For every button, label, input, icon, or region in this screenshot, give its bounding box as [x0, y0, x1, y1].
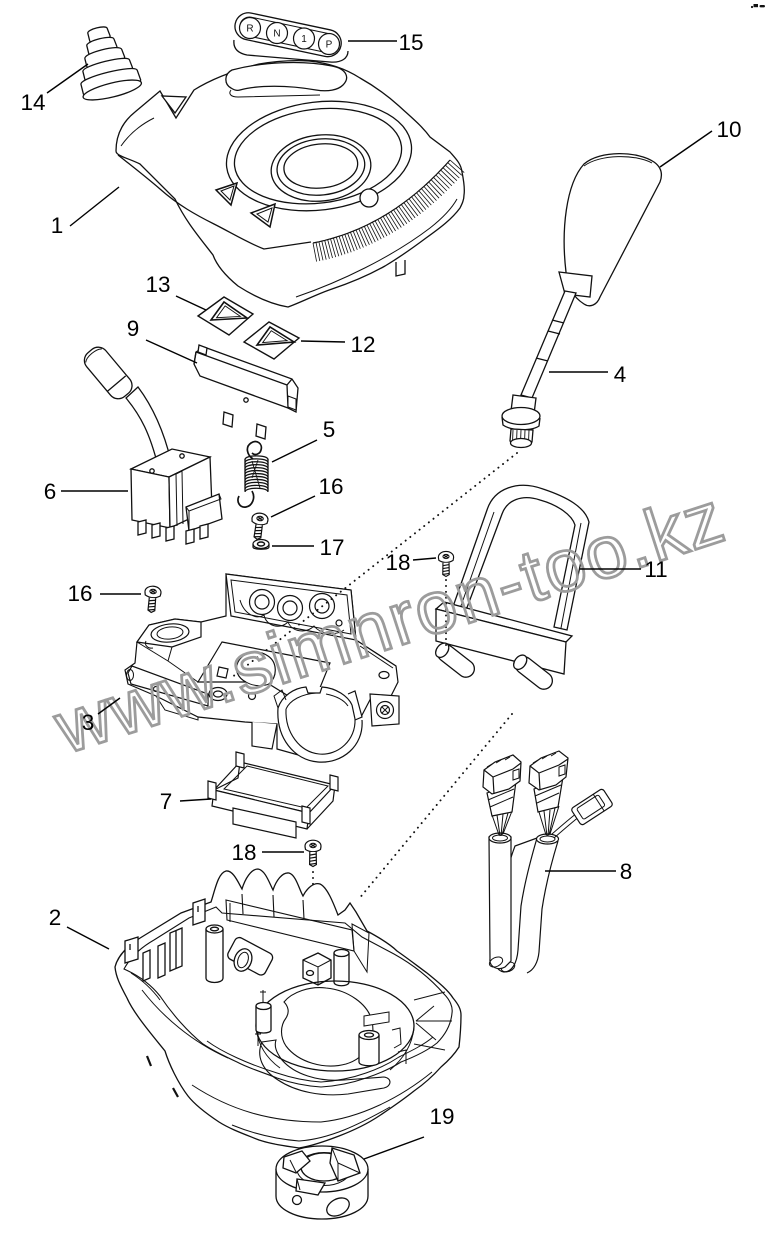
svg-text:8: 8 [620, 859, 633, 884]
svg-text:15: 15 [398, 30, 423, 55]
svg-text:N: N [273, 29, 280, 40]
svg-text:1: 1 [301, 34, 307, 45]
svg-text:5: 5 [323, 417, 336, 442]
svg-text:13: 13 [145, 272, 170, 297]
svg-text:17: 17 [319, 535, 344, 560]
svg-text:1: 1 [51, 213, 64, 238]
svg-text:18: 18 [385, 550, 410, 575]
svg-text:16: 16 [67, 581, 92, 606]
svg-text:19: 19 [429, 1104, 454, 1129]
svg-text:16: 16 [318, 474, 343, 499]
svg-text:11: 11 [644, 557, 667, 582]
svg-text:3: 3 [82, 710, 95, 735]
svg-text:P: P [326, 40, 333, 51]
svg-text:7: 7 [160, 789, 173, 814]
svg-text:6: 6 [44, 479, 57, 504]
svg-text:4: 4 [614, 362, 627, 387]
svg-text:2: 2 [49, 905, 62, 930]
svg-text:12: 12 [350, 332, 375, 357]
svg-text:18: 18 [231, 840, 256, 865]
svg-text:14: 14 [20, 90, 45, 115]
svg-text:9: 9 [127, 316, 140, 341]
svg-text:10: 10 [716, 117, 741, 142]
svg-text:R: R [246, 24, 253, 35]
